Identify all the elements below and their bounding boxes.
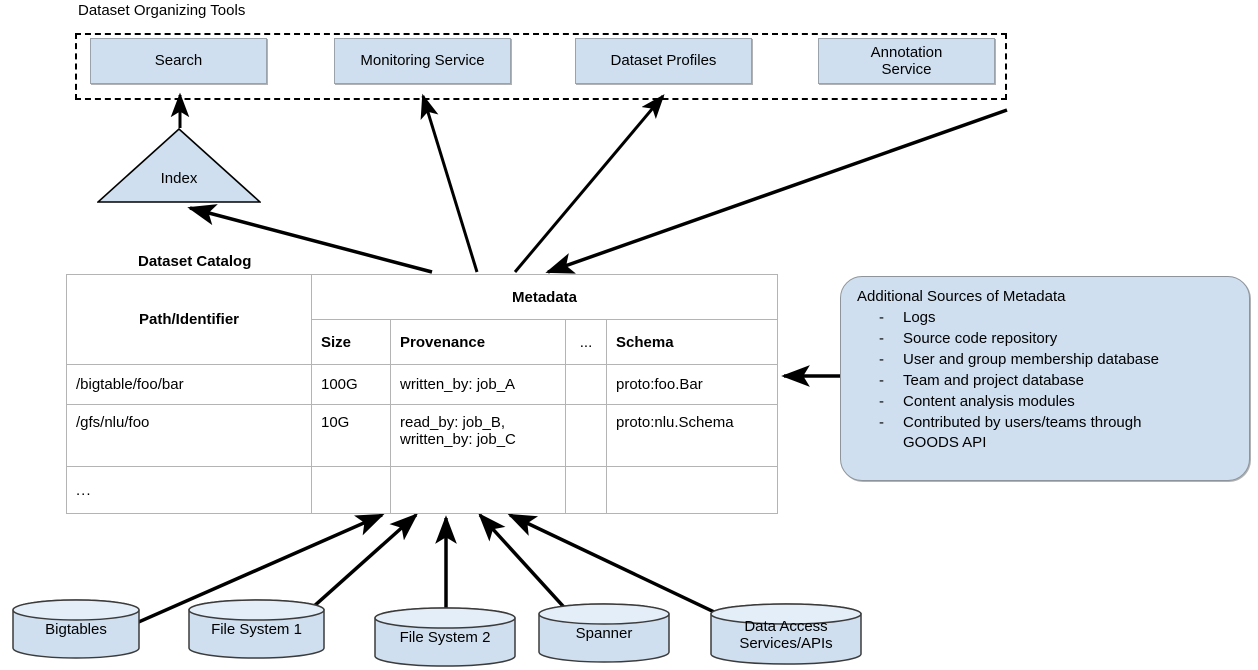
list-item: - Logs xyxy=(857,308,1235,328)
table-header-row-sub: Size Provenance ... Schema xyxy=(67,319,779,365)
cell-more xyxy=(565,404,607,467)
table-row[interactable]: /bigtable/foo/bar 100G written_by: job_A… xyxy=(66,364,779,405)
bullet-text: Team and project database xyxy=(903,371,1084,389)
cell-size: 100G xyxy=(311,364,391,405)
source-cylinder-file-system-1[interactable]: File System 1 xyxy=(188,599,325,659)
index-label: Index xyxy=(160,170,198,187)
tool-label-dataset-profiles: Dataset Profiles xyxy=(610,52,717,70)
bullet-dash: - xyxy=(879,329,884,347)
header-size: Size xyxy=(311,319,391,365)
bullet-dash: - xyxy=(879,371,884,389)
note-bullet-list: - Logs - Source code repository - User a… xyxy=(857,308,1235,453)
table-row[interactable]: ... xyxy=(66,466,779,514)
bullet-dash: - xyxy=(879,392,884,410)
cell-more xyxy=(565,466,607,514)
tool-box-search[interactable]: Search xyxy=(90,38,267,84)
cell-more xyxy=(565,364,607,405)
cell-schema: proto:foo.Bar xyxy=(605,364,779,405)
tool-box-dataset-profiles[interactable]: Dataset Profiles xyxy=(575,38,752,84)
tools-group-frame xyxy=(75,33,1007,100)
bullet-dash: - xyxy=(879,413,884,431)
header-path-identifier: Path/Identifier xyxy=(66,274,312,365)
edge-annotation-to-catalog xyxy=(545,108,1008,274)
cell-path: /bigtable/foo/bar xyxy=(66,364,312,405)
header-more: ... xyxy=(565,319,607,365)
bullet-dash: - xyxy=(879,350,884,368)
source-cylinder-spanner[interactable]: Spanner xyxy=(538,603,670,663)
header-schema: Schema xyxy=(605,319,779,365)
cylinder-shape xyxy=(710,603,862,665)
tool-label-annotation-service: Annotation Service xyxy=(870,43,943,78)
cylinder-shape xyxy=(374,607,516,667)
edge-catalog-to-monitoring xyxy=(420,93,479,273)
list-item: - Content analysis modules xyxy=(857,392,1235,412)
tool-box-monitoring-service[interactable]: Monitoring Service xyxy=(334,38,511,84)
cell-path: /gfs/nlu/foo xyxy=(66,404,312,467)
header-metadata-group: Metadata xyxy=(310,274,779,320)
edge-catalog-to-profiles xyxy=(513,94,665,273)
cell-size: 10G xyxy=(311,404,391,467)
catalog-caption: Dataset Catalog xyxy=(138,253,252,270)
cylinder-shape xyxy=(538,603,670,663)
list-item: - User and group membership database xyxy=(857,350,1235,370)
bullet-text: Logs xyxy=(903,308,936,326)
table-header-row-group: Path/Identifier Metadata xyxy=(66,274,779,365)
source-label-file-system-2: File System 2 xyxy=(399,629,491,646)
cell-size xyxy=(311,466,391,514)
list-item: - Team and project database xyxy=(857,371,1235,391)
cylinder-shape xyxy=(12,599,140,659)
cell-provenance: written_by: job_A xyxy=(390,364,566,405)
list-item: - Contributed by users/teams through GOO… xyxy=(857,413,1235,453)
tool-label-search: Search xyxy=(154,52,203,70)
source-label-file-system-1: File System 1 xyxy=(211,621,302,638)
cylinder-shape xyxy=(188,599,325,659)
cell-path-ellipsis: ... xyxy=(66,466,312,514)
bullet-dash: - xyxy=(879,308,884,326)
dataset-catalog-table[interactable]: Path/Identifier Metadata Size Provenance… xyxy=(66,274,779,514)
cell-provenance xyxy=(390,466,566,514)
table-row[interactable]: /gfs/nlu/foo 10G read_by: job_B, written… xyxy=(66,404,779,467)
source-cylinder-data-access[interactable]: Data Access Services/APIs xyxy=(710,603,862,665)
tools-group-caption: Dataset Organizing Tools xyxy=(78,2,246,19)
index-node[interactable]: Index xyxy=(95,127,263,204)
additional-metadata-note: Additional Sources of Metadata - Logs - … xyxy=(840,276,1250,481)
bullet-text: User and group membership database xyxy=(903,350,1159,368)
bullet-text: Source code repository xyxy=(903,329,1058,347)
source-cylinder-bigtables[interactable]: Bigtables xyxy=(12,599,140,659)
source-label-bigtables: Bigtables xyxy=(45,621,107,638)
source-label-spanner: Spanner xyxy=(575,625,633,642)
index-triangle-shape xyxy=(95,127,263,203)
tool-box-annotation-service[interactable]: Annotation Service xyxy=(818,38,995,84)
list-item: - Source code repository xyxy=(857,329,1235,349)
tool-label-monitoring-service: Monitoring Service xyxy=(360,52,485,70)
bullet-text: Content analysis modules xyxy=(903,392,1075,410)
cell-provenance: read_by: job_B, written_by: job_C xyxy=(390,404,566,467)
header-provenance: Provenance xyxy=(390,319,566,365)
source-label-data-access: Data Access Services/APIs xyxy=(739,618,833,653)
note-title: Additional Sources of Metadata xyxy=(857,288,1066,305)
bullet-text: Contributed by users/teams through GOODS… xyxy=(903,413,1142,451)
source-cylinder-file-system-2[interactable]: File System 2 xyxy=(374,607,516,667)
cell-schema xyxy=(605,466,779,514)
cell-schema: proto:nlu.Schema xyxy=(605,404,779,467)
